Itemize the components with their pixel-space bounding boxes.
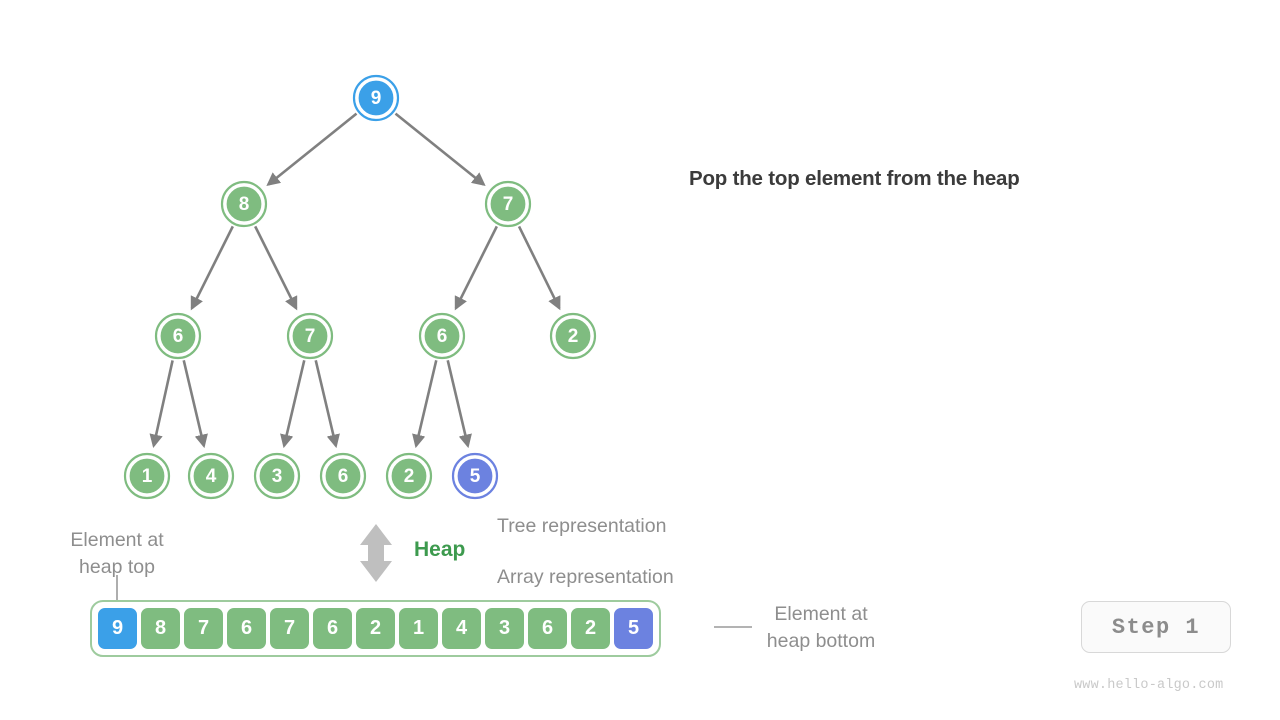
tree-node[interactable]: 7 (286, 312, 334, 360)
watermark: www.hello-algo.com (1074, 678, 1224, 693)
tree-node[interactable]: 5 (451, 452, 499, 500)
tree-node-ring (187, 452, 235, 500)
caption-heap-top-line1: Element at (70, 529, 164, 551)
tree-node-value: 5 (470, 466, 481, 487)
array-cell[interactable]: 5 (612, 606, 655, 651)
caption-heap-top: Element at heap top (36, 527, 198, 581)
tree-edge (266, 112, 358, 187)
tree-node-ring (352, 74, 400, 122)
tree-node-ring (286, 312, 334, 360)
heap-label: Heap (414, 538, 466, 561)
tree-node-value: 9 (371, 88, 382, 109)
tree-node[interactable]: 6 (418, 312, 466, 360)
tree-node-value: 7 (305, 326, 316, 347)
tree-node-value: 2 (568, 326, 579, 347)
tree-edge (254, 225, 298, 311)
tree-node-ring (253, 452, 301, 500)
tree-node-value: 1 (142, 466, 153, 487)
tree-edge (149, 360, 174, 449)
tree-node-fill (224, 184, 264, 224)
tree-node-value: 4 (206, 466, 217, 487)
tree-node-ring (385, 452, 433, 500)
tree-node-ring (220, 180, 268, 228)
tree-node-ring (451, 452, 499, 500)
tree-edge (182, 360, 208, 449)
caption-tree-representation: Tree representation (497, 515, 667, 537)
array-cell[interactable]: 8 (139, 606, 182, 651)
tree-edge (454, 225, 498, 311)
array-cell[interactable]: 4 (440, 606, 483, 651)
array-cell[interactable]: 6 (526, 606, 569, 651)
step-badge: Step 1 (1081, 601, 1231, 653)
tree-node-value: 3 (272, 466, 283, 487)
array-cell[interactable]: 2 (569, 606, 612, 651)
tree-node-fill (422, 316, 462, 356)
tree-node-ring (549, 312, 597, 360)
tree-node[interactable]: 2 (549, 312, 597, 360)
tree-node-value: 6 (338, 466, 349, 487)
tree-node-value: 7 (503, 194, 514, 215)
tree-nodes: 9 8 7 6 7 6 2 1 4 3 6 2 5 (123, 74, 597, 500)
tree-node-fill (290, 316, 330, 356)
array-cell[interactable]: 6 (225, 606, 268, 651)
tree-node-ring (484, 180, 532, 228)
caption-heap-bottom: Element at heap bottom (740, 601, 902, 655)
tree-node-value: 6 (437, 326, 448, 347)
tree-edges (149, 112, 561, 449)
tree-node-fill (257, 456, 297, 496)
tree-edge (314, 360, 340, 449)
tree-node-ring (319, 452, 367, 500)
up-down-double-arrow-icon (360, 524, 392, 582)
tree-node-fill (127, 456, 167, 496)
tree-edge (280, 360, 306, 449)
array-cell[interactable]: 7 (182, 606, 225, 651)
caption-array-representation: Array representation (497, 566, 674, 588)
caption-heap-top-line2: heap top (79, 555, 155, 578)
array-cell[interactable]: 7 (268, 606, 311, 651)
tree-node-fill (389, 456, 429, 496)
tree-edge (517, 225, 561, 311)
tree-node-value: 6 (173, 326, 184, 347)
caption-heap-bottom-line2: heap bottom (766, 629, 876, 652)
array-cell[interactable]: 6 (311, 606, 354, 651)
array-cell[interactable]: 9 (96, 606, 139, 651)
tree-node[interactable]: 6 (319, 452, 367, 500)
tree-node[interactable]: 2 (385, 452, 433, 500)
tree-node-ring (154, 312, 202, 360)
tree-edge (190, 225, 234, 311)
tree-edge (412, 360, 438, 449)
tree-node[interactable]: 4 (187, 452, 235, 500)
tree-node[interactable]: 9 (352, 74, 400, 122)
tree-node-fill (191, 456, 231, 496)
array-cell[interactable]: 2 (354, 606, 397, 651)
tree-node[interactable]: 6 (154, 312, 202, 360)
tree-node-value: 2 (404, 466, 415, 487)
tree-node[interactable]: 8 (220, 180, 268, 228)
caption-heap-bottom-line1: Element at (774, 603, 868, 625)
tree-node-ring (123, 452, 171, 500)
tree-node-fill (553, 316, 593, 356)
tree-node[interactable]: 3 (253, 452, 301, 500)
page-title: Pop the top element from the heap (689, 167, 1020, 190)
tree-node-fill (455, 456, 495, 496)
array-cell[interactable]: 3 (483, 606, 526, 651)
tree-node-fill (158, 316, 198, 356)
tree-edge (446, 360, 472, 449)
tree-node[interactable]: 1 (123, 452, 171, 500)
tree-node-fill (488, 184, 528, 224)
array-cell[interactable]: 1 (397, 606, 440, 651)
tree-edge (394, 112, 486, 187)
tree-node[interactable]: 7 (484, 180, 532, 228)
tree-node-ring (418, 312, 466, 360)
tree-node-fill (323, 456, 363, 496)
tree-node-fill (356, 78, 396, 118)
tree-node-value: 8 (239, 194, 250, 215)
